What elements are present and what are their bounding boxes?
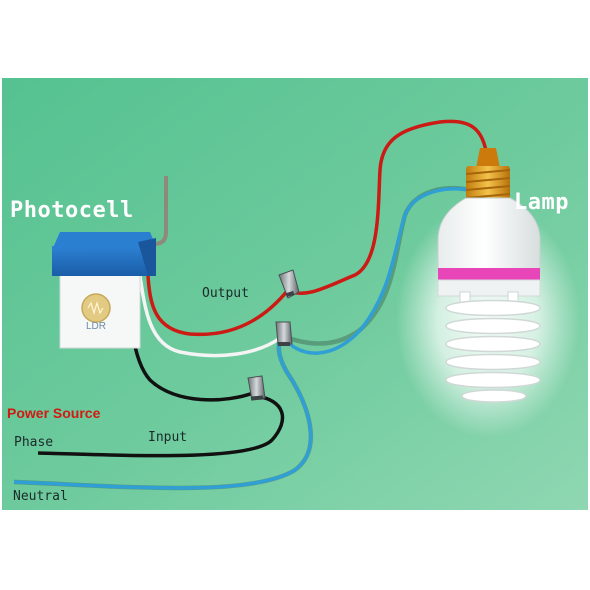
phase-label: Phase [14, 435, 54, 450]
input-wire-nut [247, 375, 266, 401]
lamp-red-wire [287, 119, 490, 296]
photocell-label: Photocell [10, 198, 134, 223]
lamp-band [438, 268, 540, 280]
neutral-wire-nut [275, 321, 293, 346]
power-source-label: Power Source [7, 405, 101, 421]
photocell-cap-top [52, 232, 156, 250]
phase-wire [37, 394, 285, 458]
input-label: Input [148, 430, 188, 445]
lamp-spiral-tube [445, 299, 541, 403]
photocell-cap [52, 242, 156, 276]
photocell-device [52, 176, 168, 349]
lamp-contact-tip [476, 148, 500, 168]
output-wire-nut [278, 269, 300, 299]
neutral-wire [13, 335, 313, 490]
lamp-screw-base [466, 166, 510, 200]
lamp-label: Lamp [514, 190, 569, 215]
neutral-label: Neutral [13, 489, 68, 504]
output-label: Output [202, 286, 249, 301]
photocell-red-wire [146, 275, 290, 337]
lamp-bulb [437, 148, 541, 403]
lamp-neutral-wire [280, 187, 471, 355]
photocell-white-wire [138, 275, 282, 358]
ldr-label: LDR [86, 321, 107, 332]
